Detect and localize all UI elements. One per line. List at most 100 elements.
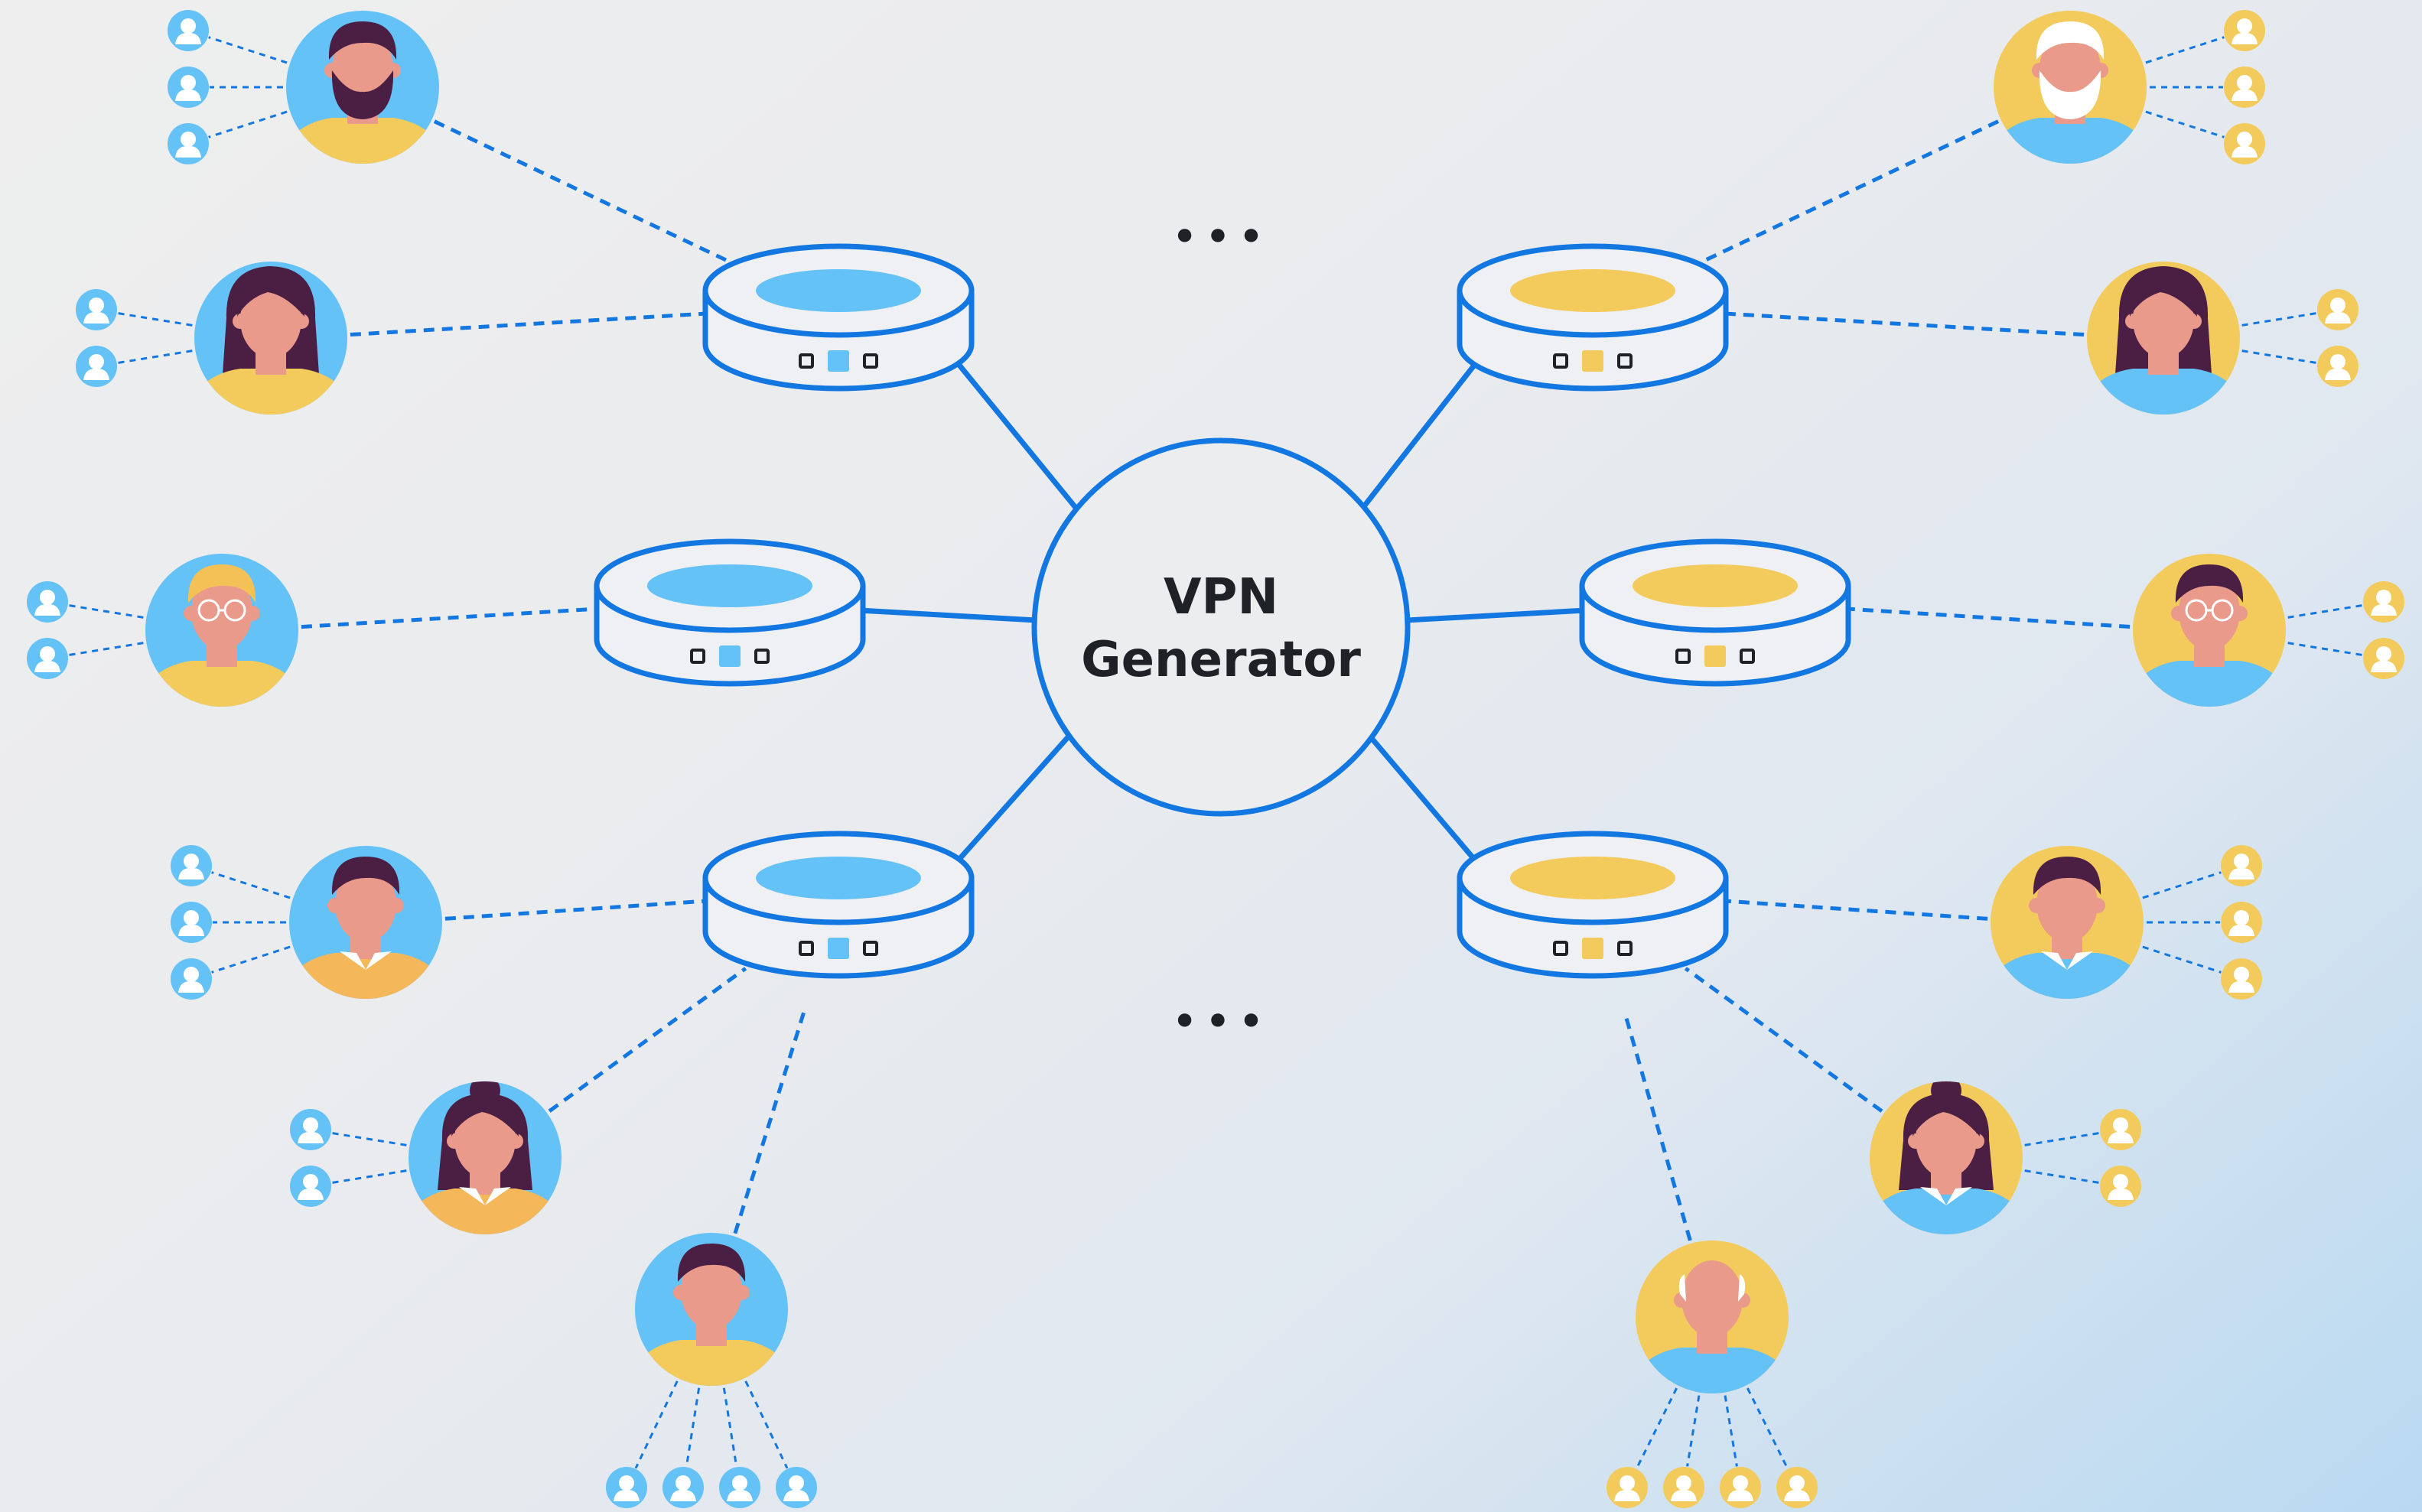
user-man-collar-sub-user-2 bbox=[171, 902, 212, 943]
avatar-beard bbox=[2039, 70, 2101, 119]
user-man-collar-2-sub-user-2 bbox=[2221, 902, 2262, 943]
avatar-hair-side-left bbox=[1678, 1274, 1686, 1302]
user-bearded-man-sub-user-3 bbox=[168, 123, 209, 164]
server-port-2 bbox=[754, 649, 770, 664]
user-woman-long-hair-2-sub-link-1 bbox=[2241, 312, 2317, 327]
avatar-hair bbox=[2036, 21, 2105, 60]
user-man-collar-2-avatar bbox=[1991, 846, 2144, 999]
avatar-collar-right bbox=[485, 1187, 511, 1205]
user-man-glasses-sub-user-1 bbox=[2363, 581, 2404, 623]
user-man-collar-2-sub-link-3 bbox=[2142, 945, 2222, 974]
user-woman-bun-sub-user-1 bbox=[290, 1109, 331, 1150]
hub-link-server-middle-left bbox=[849, 606, 1037, 623]
user-young-man-sub-link-1 bbox=[634, 1380, 679, 1469]
avatar-hair-front bbox=[1913, 1097, 1980, 1136]
user-man-glasses-sub-link-1 bbox=[2287, 604, 2363, 619]
user-bald-man-sub-user-4 bbox=[1776, 1467, 1818, 1508]
user-old-man-beard-sub-user-3 bbox=[2224, 123, 2265, 164]
avatar-beard bbox=[331, 70, 394, 119]
user-bald-man-sub-user-2 bbox=[1663, 1467, 1704, 1508]
user-old-man-beard-avatar bbox=[1994, 11, 2147, 164]
user-bearded-man-sub-link-3 bbox=[208, 110, 288, 138]
user-woman-long-hair-link bbox=[350, 311, 708, 337]
user-old-man-beard-link bbox=[1695, 119, 2000, 266]
user-woman-long-hair-sub-link-1 bbox=[117, 312, 193, 327]
user-old-man-beard-sub-link-1 bbox=[2145, 36, 2225, 64]
user-woman-long-hair-sub-link-2 bbox=[117, 350, 193, 364]
avatar-collar-right bbox=[1946, 1187, 1972, 1205]
server-light bbox=[647, 564, 812, 607]
user-blonde-glasses-sub-user-1 bbox=[27, 581, 68, 623]
avatar-hair bbox=[2175, 564, 2244, 603]
avatar-hair-front bbox=[237, 278, 304, 317]
users bbox=[145, 11, 2286, 1393]
server-light bbox=[756, 269, 921, 312]
user-man-collar-2-link bbox=[1724, 899, 1988, 921]
user-young-man-sub-link-3 bbox=[722, 1387, 738, 1467]
avatar-collar-left bbox=[459, 1187, 485, 1205]
avatar-face bbox=[2133, 281, 2194, 358]
user-woman-long-hair-sub-user-1 bbox=[76, 289, 117, 330]
user-young-man-sub-link-2 bbox=[685, 1387, 701, 1467]
server-top-right bbox=[1457, 243, 1729, 392]
server-light bbox=[1633, 564, 1798, 607]
server-port-2 bbox=[1617, 353, 1633, 369]
server-port-1 bbox=[799, 353, 814, 369]
user-woman-bun-avatar bbox=[409, 1081, 562, 1234]
user-bearded-man-sub-user-1 bbox=[168, 10, 209, 51]
avatar-shirt bbox=[1870, 1188, 2023, 1234]
avatar-hair-side-right bbox=[1738, 1274, 1746, 1302]
user-woman-long-hair-2-avatar bbox=[2087, 262, 2240, 415]
avatar-face bbox=[335, 866, 396, 942]
user-bearded-man-sub-link-1 bbox=[208, 36, 288, 64]
user-woman-long-hair-2-sub-user-1 bbox=[2317, 289, 2359, 330]
avatar-face bbox=[240, 281, 301, 358]
user-woman-bun-sub-link-2 bbox=[331, 1169, 407, 1184]
server-top-left bbox=[702, 243, 975, 392]
server-middle-right bbox=[1579, 538, 1851, 687]
avatar-hair bbox=[677, 1244, 746, 1282]
avatar-shirt bbox=[145, 661, 298, 707]
user-man-collar-sub-user-3 bbox=[171, 958, 212, 1000]
server-bottom-right bbox=[1457, 831, 1729, 979]
server-middle-left bbox=[594, 538, 866, 687]
server-port-2 bbox=[863, 353, 878, 369]
server-light bbox=[1510, 269, 1675, 312]
avatar-face bbox=[191, 574, 252, 650]
avatar-shirt bbox=[1991, 953, 2144, 999]
user-bald-man-sub-user-1 bbox=[1607, 1467, 1648, 1508]
avatar-shirt bbox=[1994, 118, 2147, 164]
user-man-collar-avatar bbox=[289, 846, 442, 999]
user-bald-man-sub-link-2 bbox=[1686, 1395, 1701, 1467]
user-woman-long-hair-2-link bbox=[1724, 311, 2085, 337]
user-woman-bun-link bbox=[548, 967, 747, 1113]
avatar-hair bbox=[187, 564, 256, 603]
user-old-man-beard-sub-link-3 bbox=[2145, 110, 2225, 138]
avatar-shirt bbox=[286, 118, 439, 164]
user-young-man-sub-user-1 bbox=[606, 1467, 647, 1508]
avatar-hair bbox=[328, 21, 397, 60]
avatar-shirt bbox=[289, 953, 442, 999]
user-young-man-sub-link-4 bbox=[744, 1380, 789, 1469]
user-blonde-glasses-link bbox=[301, 606, 599, 629]
avatar-collar-left bbox=[340, 951, 366, 970]
user-man-glasses-avatar bbox=[2133, 554, 2286, 707]
user-man-collar-link bbox=[444, 899, 708, 921]
avatar-hair-front bbox=[2130, 278, 2197, 317]
server-light bbox=[756, 857, 921, 899]
server-port-2 bbox=[1617, 941, 1633, 956]
center-hub: VPN Generator bbox=[1031, 437, 1411, 817]
avatar-shirt bbox=[409, 1188, 562, 1234]
user-bald-man-link bbox=[1622, 1010, 1692, 1241]
avatar-hair-front bbox=[451, 1097, 519, 1136]
user-bald-man-sub-link-3 bbox=[1724, 1395, 1738, 1467]
user-man-glasses-link bbox=[1846, 606, 2131, 629]
avatar-hair bbox=[2033, 857, 2101, 895]
server-status-led bbox=[1704, 645, 1726, 667]
user-bearded-man-link bbox=[433, 119, 736, 266]
avatar-shirt bbox=[194, 369, 347, 415]
user-young-man-sub-user-4 bbox=[776, 1467, 817, 1508]
user-bearded-man-sub-user-2 bbox=[168, 67, 209, 108]
avatar-face bbox=[1681, 1260, 1743, 1337]
